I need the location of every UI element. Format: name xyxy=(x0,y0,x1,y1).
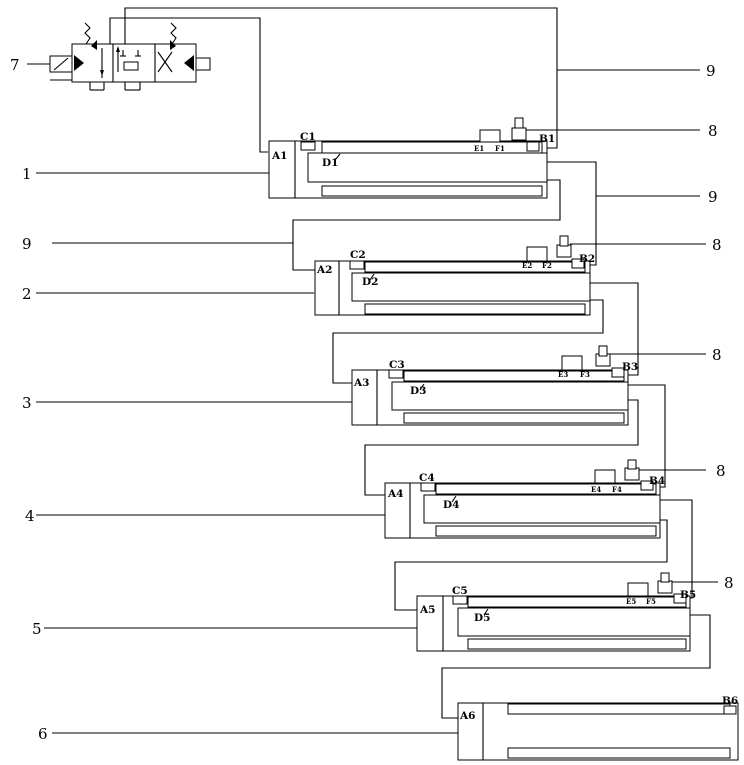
directional-valve xyxy=(50,23,210,90)
callout-9-top: 9 xyxy=(706,62,716,80)
cylinder-1 xyxy=(269,118,547,198)
callout-7: 7 xyxy=(10,56,20,74)
port-f5: F5 xyxy=(646,597,656,606)
port-a5: A5 xyxy=(419,604,435,616)
port-c4: C4 xyxy=(419,472,435,484)
port-a6: A6 xyxy=(459,710,475,722)
port-d3: D3 xyxy=(410,385,426,397)
callout-8-cyl3: 8 xyxy=(712,346,722,364)
callout-8-cyl4: 8 xyxy=(716,462,726,480)
port-d4: D4 xyxy=(443,499,459,511)
port-f4: F4 xyxy=(612,485,622,494)
callout-8-cyl5: 8 xyxy=(724,574,734,592)
port-a4: A4 xyxy=(387,488,403,500)
callout-1: 1 xyxy=(22,165,32,183)
cylinder-6 xyxy=(458,703,738,760)
cylinder-3 xyxy=(352,346,628,425)
callout-5: 5 xyxy=(32,620,42,638)
port-c1: C1 xyxy=(300,131,316,143)
callout-6: 6 xyxy=(38,725,48,743)
port-b6: B6 xyxy=(722,695,738,707)
port-b4: B4 xyxy=(649,475,665,487)
port-e1: E1 xyxy=(474,144,484,153)
port-b5: B5 xyxy=(680,589,696,601)
port-d2: D2 xyxy=(362,276,378,288)
port-f1: F1 xyxy=(495,144,505,153)
port-e2: E2 xyxy=(522,261,532,270)
cylinder-2 xyxy=(315,236,590,315)
callout-9-mid: 9 xyxy=(708,188,718,206)
port-c3: C3 xyxy=(389,359,405,371)
callout-4: 4 xyxy=(25,507,35,525)
port-e5: E5 xyxy=(626,597,636,606)
port-a3: A3 xyxy=(353,377,369,389)
port-c5: C5 xyxy=(452,585,468,597)
port-b2: B2 xyxy=(579,253,595,265)
port-f3: F3 xyxy=(580,370,590,379)
port-a2: A2 xyxy=(316,264,332,276)
port-b3: B3 xyxy=(622,361,638,373)
callout-9-left: 9 xyxy=(22,235,32,253)
port-b1: B1 xyxy=(539,133,555,145)
callout-2: 2 xyxy=(22,285,32,303)
port-c2: C2 xyxy=(350,249,366,261)
port-e3: E3 xyxy=(558,370,568,379)
port-d5: D5 xyxy=(474,612,490,624)
port-e4: E4 xyxy=(591,485,601,494)
callout-8-cyl1: 8 xyxy=(708,122,718,140)
callout-3: 3 xyxy=(22,394,32,412)
port-d1: D1 xyxy=(322,157,338,169)
callout-8-cyl2: 8 xyxy=(712,236,722,254)
port-f2: F2 xyxy=(542,261,552,270)
port-a1: A1 xyxy=(271,150,287,162)
